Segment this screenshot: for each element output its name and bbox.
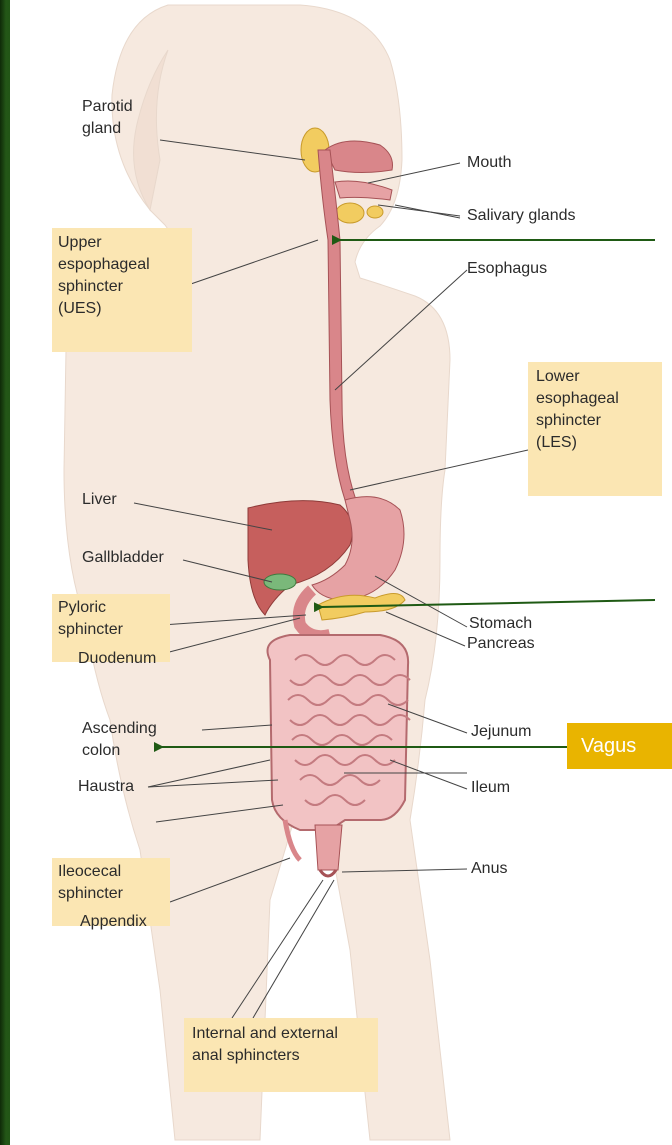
label-gallbladder: Gallbladder — [82, 547, 164, 569]
highlight-box-anal-sphincters: Internal and external anal sphincters — [184, 1018, 378, 1092]
large-intestine-shape — [268, 635, 409, 830]
label-ues-line1: Upper — [58, 232, 186, 254]
label-duodenum: Duodenum — [78, 648, 156, 670]
label-parotid-line1: Parotid — [82, 96, 133, 118]
label-les-line2: esophageal — [536, 388, 654, 410]
label-anal-line1: Internal and external — [192, 1023, 370, 1045]
label-les-line1: Lower — [536, 366, 654, 388]
vagus-callout: Vagus — [567, 723, 672, 769]
label-les-line3: sphincter — [536, 410, 654, 432]
label-ileum: Ileum — [471, 777, 510, 799]
gallbladder-shape — [264, 574, 296, 590]
label-parotid-line2: gland — [82, 118, 133, 140]
label-appendix: Appendix — [80, 911, 147, 933]
label-ileocecal-line2: sphincter — [58, 883, 164, 905]
label-stomach: Stomach — [469, 613, 532, 635]
label-ues-line4: (UES) — [58, 298, 186, 320]
label-liver: Liver — [82, 489, 117, 511]
label-haustra: Haustra — [78, 776, 134, 798]
label-ascending-colon: Ascending colon — [82, 718, 157, 762]
label-pyloric-line1: Pyloric — [58, 597, 164, 619]
label-jejunum: Jejunum — [471, 721, 531, 743]
label-ues-line2: espophageal — [58, 254, 186, 276]
vagus-callout-label: Vagus — [581, 734, 636, 758]
highlight-box-les: Lower esophageal sphincter (LES) — [528, 362, 662, 496]
label-ascending-line2: colon — [82, 740, 157, 762]
label-ues-line3: sphincter — [58, 276, 186, 298]
salivary-gland-shape — [336, 203, 364, 223]
label-pancreas: Pancreas — [467, 633, 535, 655]
label-anal-line2: anal sphincters — [192, 1045, 370, 1067]
label-ileocecal-line1: Ileocecal — [58, 861, 164, 883]
label-esophagus: Esophagus — [467, 258, 547, 280]
highlight-box-ues: Upper espophageal sphincter (UES) — [52, 228, 192, 352]
label-les-line4: (LES) — [536, 432, 654, 454]
label-mouth: Mouth — [467, 152, 511, 174]
label-salivary-glands: Salivary glands — [467, 205, 576, 227]
label-ascending-line1: Ascending — [82, 718, 157, 740]
label-pyloric-line2: sphincter — [58, 619, 164, 641]
label-anus: Anus — [471, 858, 507, 880]
label-parotid-gland: Parotid gland — [82, 96, 133, 140]
